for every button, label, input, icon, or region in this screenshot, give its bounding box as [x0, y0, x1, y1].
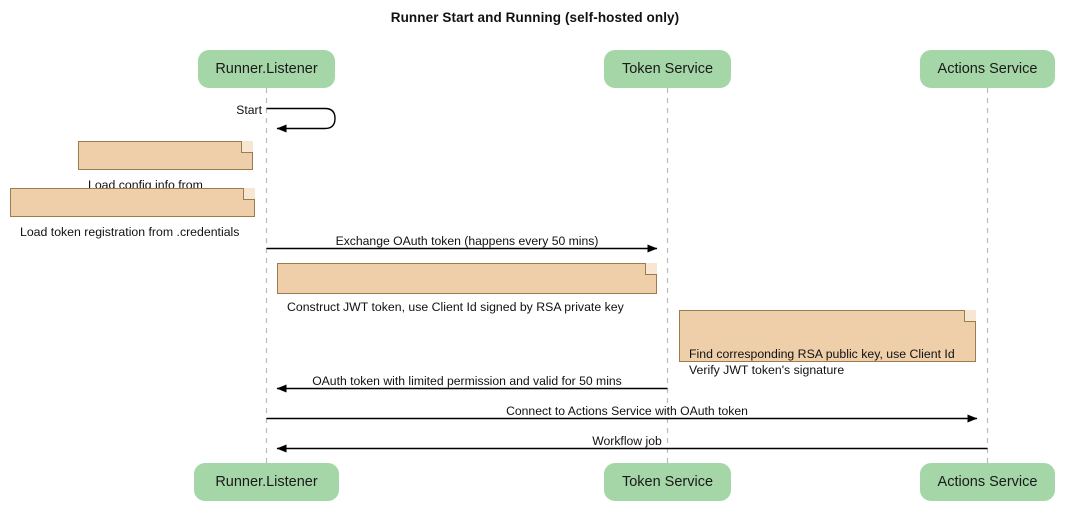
message-label-msg-exchange-oauth-token: Exchange OAuth token (happens every 50 m… — [267, 234, 667, 248]
message-label-msg-workflow-job: Workflow job — [267, 434, 987, 448]
note-construct-jwt: Construct JWT token, use Client Id signe… — [277, 263, 657, 314]
note-text: Construct JWT token, use Client Id signe… — [287, 300, 624, 314]
participant-label: Actions Service — [937, 61, 1038, 77]
lifelines — [265, 88, 989, 464]
participant-actions-top[interactable]: Actions Service — [920, 50, 1055, 88]
participant-runner-bottom[interactable]: Runner.Listener — [194, 463, 339, 501]
message-label-msg-connect-actions-service: Connect to Actions Service with OAuth to… — [267, 404, 987, 418]
message-arrow-msg-start — [266, 107, 336, 133]
participant-label: Runner.Listener — [215, 61, 318, 77]
message-label-text: Connect to Actions Service with OAuth to… — [506, 404, 748, 418]
note-verify-jwt: Find corresponding RSA public key, use C… — [679, 310, 976, 377]
participant-label: Token Service — [621, 474, 714, 490]
note-load-config: Load config info from .runner — [78, 141, 253, 208]
note-load-token-registration: Load token registration from .credential… — [10, 188, 255, 239]
message-label-text: Workflow job — [592, 434, 662, 448]
participant-label: Actions Service — [937, 474, 1038, 490]
message-label-msg-oauth-token-response: OAuth token with limited permission and … — [267, 374, 667, 388]
message-label-text: Start — [236, 103, 262, 117]
diagram-title: Runner Start and Running (self-hosted on… — [390, 10, 680, 25]
message-label-text: Exchange OAuth token (happens every 50 m… — [335, 234, 599, 248]
note-text: Load token registration from .credential… — [20, 225, 240, 239]
participant-runner-top[interactable]: Runner.Listener — [198, 50, 335, 88]
participant-label: Runner.Listener — [215, 474, 318, 490]
note-fold-corner-icon — [243, 188, 255, 200]
participant-actions-bottom[interactable]: Actions Service — [920, 463, 1055, 501]
participant-label: Token Service — [621, 61, 714, 77]
note-fold-corner-icon — [964, 310, 976, 322]
note-fold-corner-icon — [241, 141, 253, 153]
note-fold-corner-icon — [645, 263, 657, 275]
message-label-msg-start: Start — [178, 103, 262, 117]
message-label-text: OAuth token with limited permission and … — [312, 374, 622, 388]
note-text: Find corresponding RSA public key, use C… — [689, 347, 955, 377]
participant-token-top[interactable]: Token Service — [604, 50, 731, 88]
participant-token-bottom[interactable]: Token Service — [604, 463, 731, 501]
